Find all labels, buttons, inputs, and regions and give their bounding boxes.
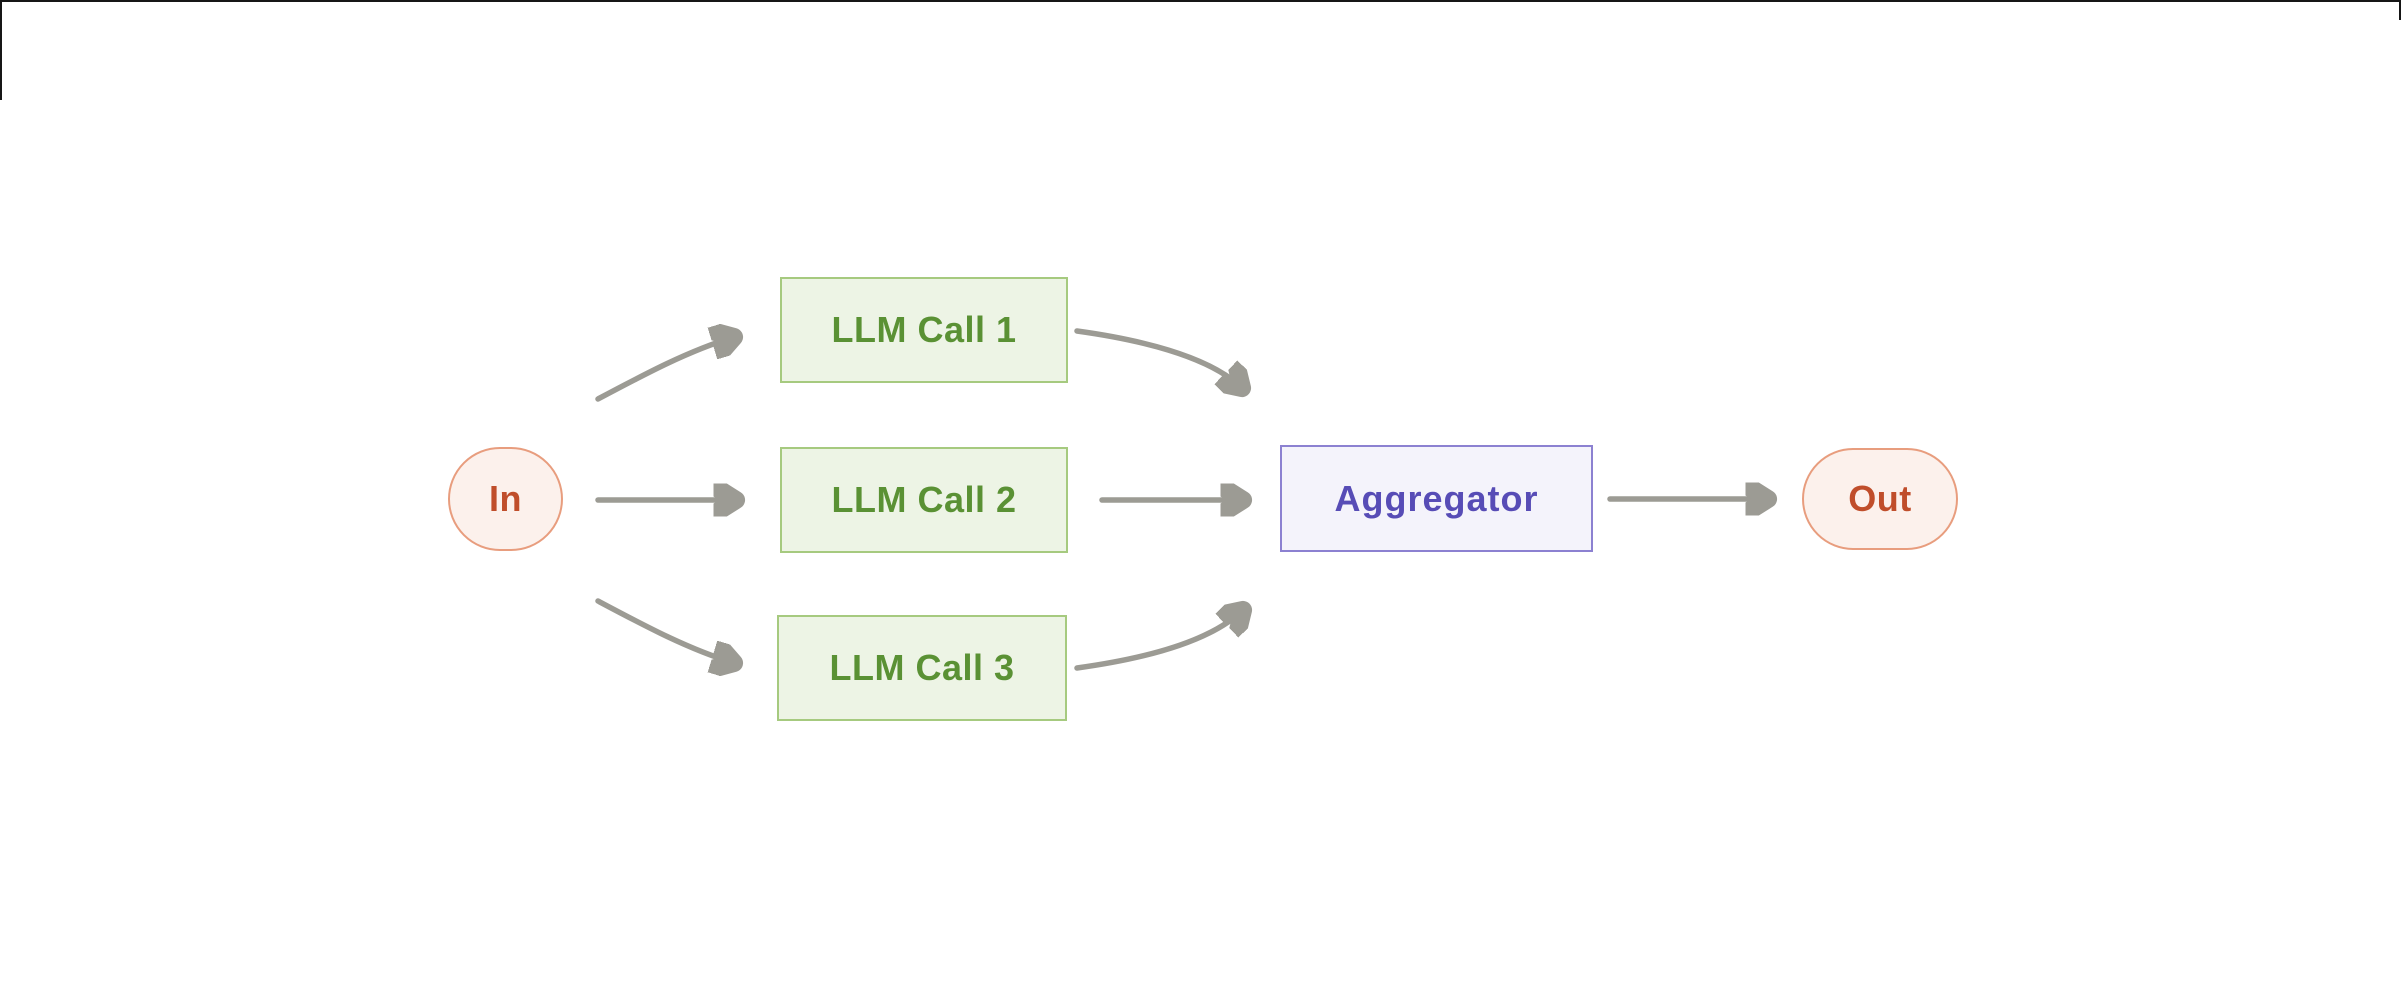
node-aggregator: Aggregator bbox=[1280, 445, 1593, 552]
node-out: Out bbox=[1802, 448, 1958, 550]
window-right-edge-line bbox=[2399, 0, 2401, 20]
window-top-edge-line bbox=[0, 0, 2401, 2]
node-in: In bbox=[448, 447, 563, 551]
node-llm-call-2: LLM Call 2 bbox=[780, 447, 1068, 553]
node-llm-call-3: LLM Call 3 bbox=[777, 615, 1067, 721]
node-llm-call-1: LLM Call 1 bbox=[780, 277, 1068, 383]
arrow-llm-call-1-to-aggregator bbox=[1074, 328, 1242, 388]
window-left-edge-line bbox=[0, 0, 2, 100]
arrow-in-to-llm-call-3 bbox=[595, 598, 734, 663]
arrow-in-to-llm-call-1 bbox=[595, 337, 734, 402]
arrow-llm-call-3-to-aggregator bbox=[1074, 610, 1243, 671]
